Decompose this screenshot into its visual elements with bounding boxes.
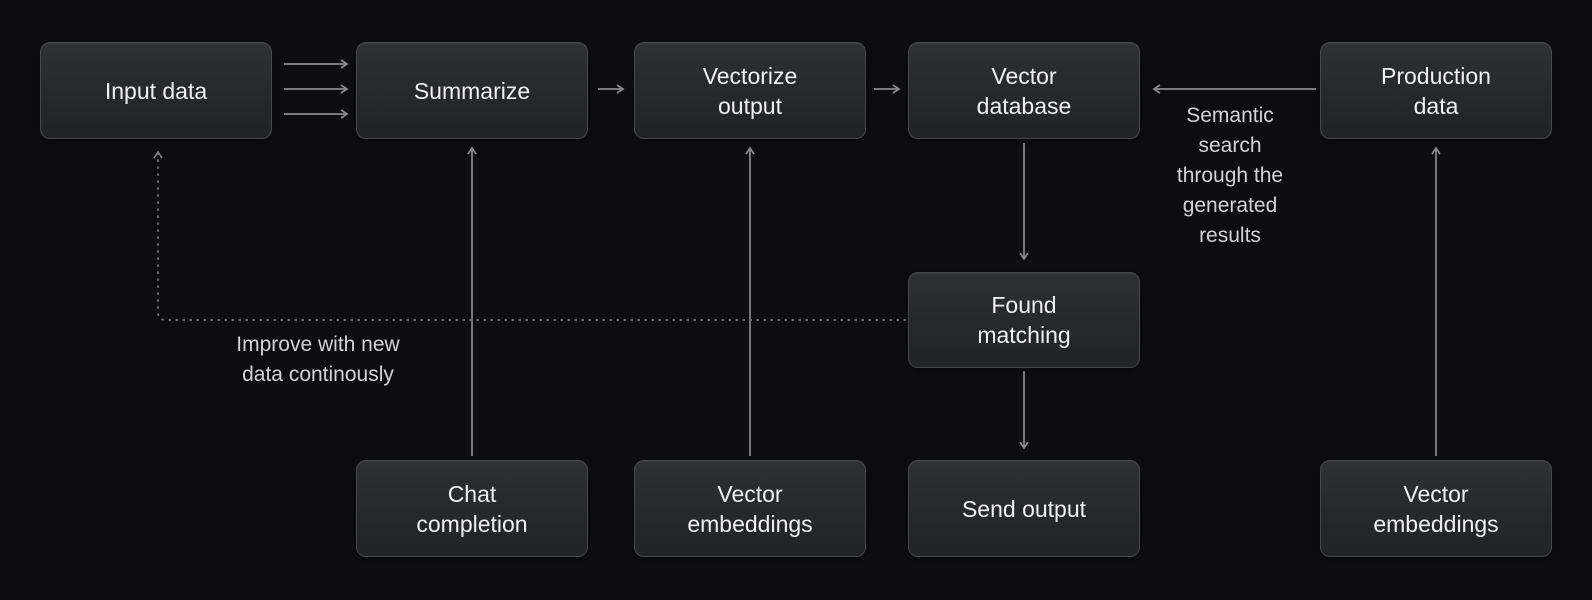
improve-with-new-data-label: Improve with new data continously — [236, 333, 400, 386]
node-production-data: Production data — [1320, 42, 1552, 139]
node-vector-embeddings-left: Vector embeddings — [634, 460, 866, 557]
node-vector-embeddings-right: Vector embeddings — [1320, 460, 1552, 557]
node-found-matching: Found matching — [908, 272, 1140, 368]
semantic-search-label: Semantic search through the generated re… — [1176, 104, 1284, 247]
edge-found-input-feedback — [153, 150, 906, 321]
node-send-output: Send output — [908, 460, 1140, 557]
node-vector-database: Vector database — [908, 42, 1140, 139]
node-summarize: Summarize — [356, 42, 588, 139]
node-input-data: Input data — [40, 42, 272, 139]
node-vectorize-output: Vectorize output — [634, 42, 866, 139]
node-chat-completion: Chat completion — [356, 460, 588, 557]
